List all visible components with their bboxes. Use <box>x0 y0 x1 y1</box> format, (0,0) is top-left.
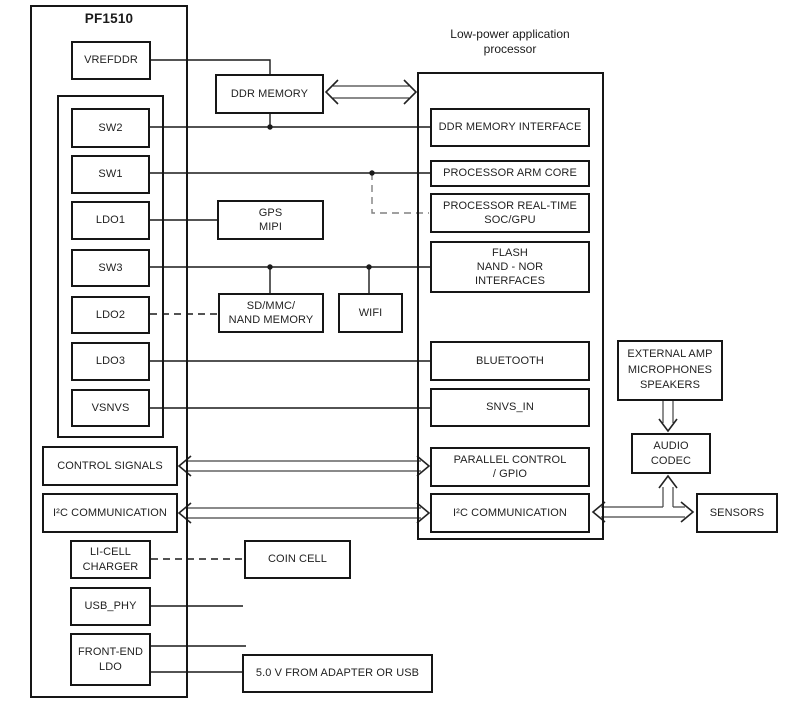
processor-title: Low-power application processor <box>450 27 570 56</box>
dashed-wires <box>150 173 429 560</box>
arrow-sensors-codec <box>591 474 695 523</box>
arrow-control-signals <box>177 455 431 477</box>
block-processor-arm-core: PROCESSOR ARM CORE <box>430 160 590 187</box>
block-li-cell-charger: LI-CELL CHARGER <box>70 540 151 579</box>
block-i2c-communication-pmic: I²C COMMUNICATION <box>42 493 178 533</box>
block-control-signals: CONTROL SIGNALS <box>42 446 178 486</box>
block-vsnvs: VSNVS <box>71 389 150 427</box>
pmic-title: PF1510 <box>84 11 134 26</box>
block-gps-mipi: GPS MIPI <box>217 200 324 240</box>
arrow-amp-codec <box>658 401 678 433</box>
block-ldo3: LDO3 <box>71 342 150 381</box>
pmic-box <box>30 5 188 698</box>
block-sw3: SW3 <box>71 249 150 287</box>
wire-sw1-realtime-dashed <box>371 173 429 214</box>
regulator-group-box <box>57 95 164 438</box>
block-sw1: SW1 <box>71 155 150 194</box>
block-ldo1: LDO1 <box>71 201 150 240</box>
block-sensors: SENSORS <box>696 493 778 533</box>
block-wifi: WIFI <box>338 293 403 333</box>
block-5v-supply: 5.0 V FROM ADAPTER OR USB <box>242 654 433 693</box>
block-ddr-memory-interface: DDR MEMORY INTERFACE <box>430 108 590 147</box>
block-flash-interfaces: FLASH NAND - NOR INTERFACES <box>430 241 590 293</box>
block-external-amp: EXTERNAL AMP MICROPHONES SPEAKERS <box>617 340 723 401</box>
block-sw2: SW2 <box>71 108 150 148</box>
block-i2c-communication-processor: I²C COMMUNICATION <box>430 493 590 533</box>
block-usb-phy: USB_PHY <box>70 587 151 626</box>
arrow-ddr-bidirectional <box>324 79 418 105</box>
solid-wires <box>150 59 430 673</box>
junction-dots <box>267 124 375 270</box>
block-front-end-ldo: FRONT-END LDO <box>70 633 151 686</box>
processor-box <box>417 72 604 540</box>
block-ddr-memory: DDR MEMORY <box>215 74 324 114</box>
block-coin-cell: COIN CELL <box>244 540 351 579</box>
block-parallel-control-gpio: PARALLEL CONTROL / GPIO <box>430 447 590 487</box>
block-vrefddr: VREFDDR <box>71 41 151 80</box>
block-processor-real-time: PROCESSOR REAL-TIME SOC/GPU <box>430 193 590 233</box>
arrow-i2c <box>177 502 431 524</box>
block-sd-mmc-nand-memory: SD/MMC/ NAND MEMORY <box>218 293 324 333</box>
block-bluetooth: BLUETOOTH <box>430 341 590 381</box>
block-audio-codec: AUDIO CODEC <box>631 433 711 474</box>
block-snvs-in: SNVS_IN <box>430 388 590 427</box>
block-ldo2: LDO2 <box>71 296 150 334</box>
wire-vrefddr-ddr-memory <box>151 59 271 74</box>
